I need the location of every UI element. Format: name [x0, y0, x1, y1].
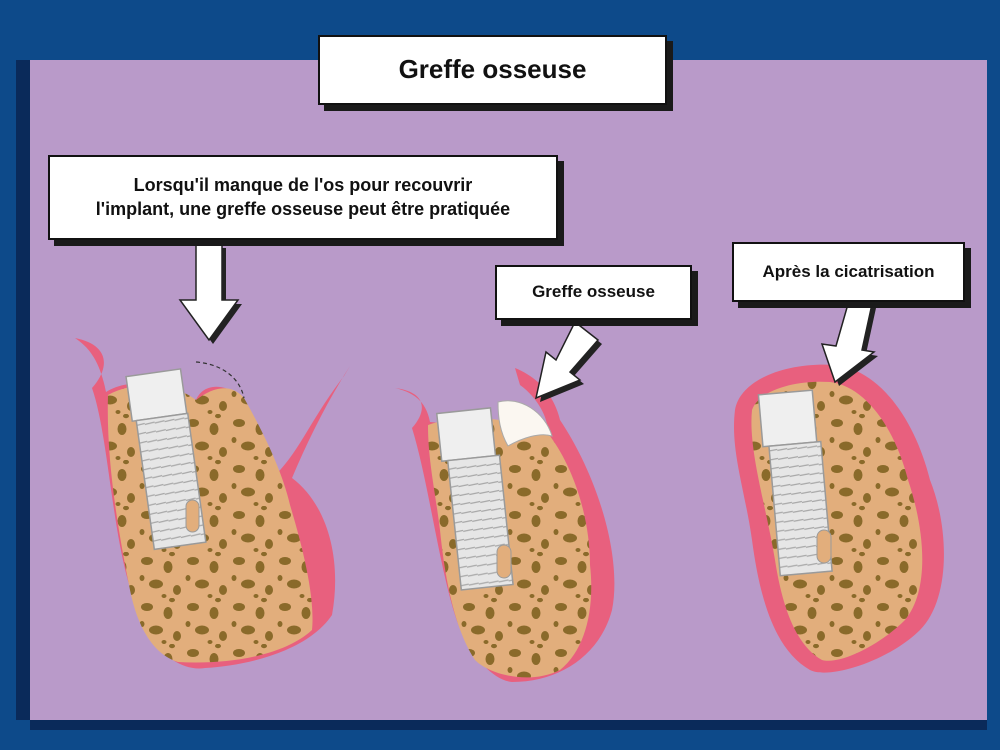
arrow-stage-3: [820, 303, 878, 386]
callout-graft: Greffe osseuse: [495, 265, 692, 320]
dental-implant: [125, 368, 207, 551]
callout-healing: Après la cicatrisation: [732, 242, 965, 302]
stage-1-bone-deficit: [75, 338, 350, 669]
callout-healing-text: Après la cicatrisation: [762, 261, 935, 281]
callout-intro-line-1: Lorsqu'il manque de l'os pour recouvrir: [133, 175, 473, 196]
diagram-title: Greffe osseuse: [318, 35, 667, 105]
callout-graft-text: Greffe osseuse: [532, 282, 655, 302]
arrow-stage-1: [178, 239, 242, 344]
dental-implant: [757, 389, 833, 577]
stage-2-graft-placed: [395, 368, 615, 682]
missing-bone-outline: [195, 361, 245, 399]
dental-implant: [435, 407, 514, 591]
stage-3-after-healing: [733, 364, 944, 673]
arrow-stage-2: [534, 320, 602, 402]
title-text: Greffe osseuse: [398, 54, 587, 85]
callout-intro-line-2: l'implant, une greffe osseuse peut être …: [95, 198, 511, 219]
callout-intro: Lorsqu'il manque de l'os pour recouvrir …: [48, 155, 558, 240]
bone-graft: [497, 400, 553, 447]
